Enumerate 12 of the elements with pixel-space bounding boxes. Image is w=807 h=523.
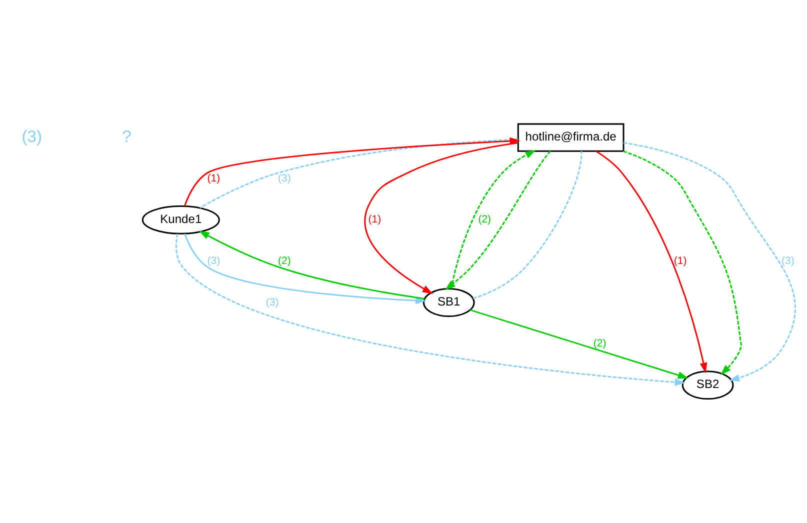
edge-label: (2): [593, 338, 606, 350]
edge-label: (3): [782, 254, 794, 267]
label: ?: [122, 126, 132, 146]
edge-label: (2): [278, 254, 291, 267]
edge-label: (1): [674, 254, 687, 267]
edge-label: (2): [478, 214, 492, 226]
edge-label: (3): [207, 254, 220, 267]
label: (3): [22, 126, 42, 146]
edge-label: (3): [278, 172, 291, 184]
edge-label: (1): [368, 214, 382, 226]
edge-label: (1): [207, 172, 220, 184]
edge-label: (3): [266, 296, 279, 308]
